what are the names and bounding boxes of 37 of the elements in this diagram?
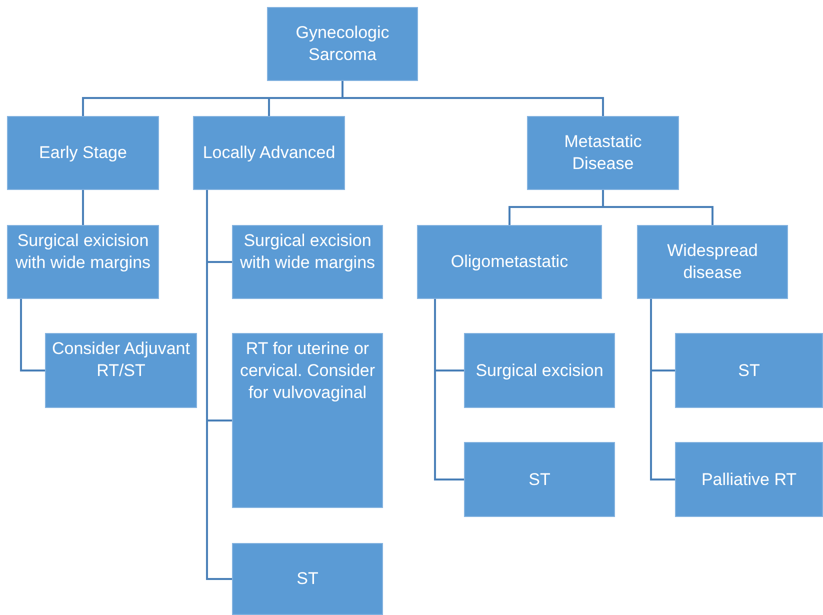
box-label: Consider Adjuvant RT/ST	[52, 338, 190, 382]
box-label: Metastatic Disease	[563, 131, 643, 175]
connector-line	[206, 190, 232, 580]
process-box	[464, 333, 615, 408]
connector-line	[82, 190, 84, 225]
box-label: ST	[296, 568, 318, 590]
box-label: Early Stage	[39, 142, 127, 164]
box-label: RT for uterine or cervical. Consider for vulvovaginal	[239, 338, 376, 404]
box-label: Surgical excision	[476, 360, 604, 382]
process-box	[232, 225, 383, 299]
box-label: ST	[528, 468, 550, 490]
connector-line	[20, 299, 45, 372]
process-box	[675, 442, 823, 517]
process-box	[7, 116, 159, 190]
connector-line	[650, 299, 675, 480]
box-label: Oligometastatic	[450, 251, 568, 273]
process-box	[193, 116, 345, 190]
process-box	[232, 333, 383, 508]
connector-line	[602, 190, 714, 225]
box-label: Gynecologic Sarcoma	[294, 22, 390, 66]
connector-line	[434, 299, 464, 480]
box-label: Palliative RT	[701, 468, 797, 490]
box-label: Widespread disease	[666, 240, 759, 284]
process-box	[45, 333, 197, 408]
process-box	[417, 225, 602, 299]
box-label: Locally Advanced	[202, 142, 336, 164]
process-box	[637, 225, 788, 299]
process-box	[464, 442, 615, 517]
process-box	[527, 116, 679, 190]
process-box	[675, 333, 823, 408]
process-box	[232, 543, 383, 615]
box-label: ST	[738, 360, 760, 382]
connector-line	[342, 81, 604, 116]
box-label: Surgical excision with wide margins	[239, 230, 376, 274]
process-box	[7, 225, 159, 299]
box-label: Surgical exicision with wide margins	[14, 230, 152, 274]
process-box	[267, 7, 418, 81]
